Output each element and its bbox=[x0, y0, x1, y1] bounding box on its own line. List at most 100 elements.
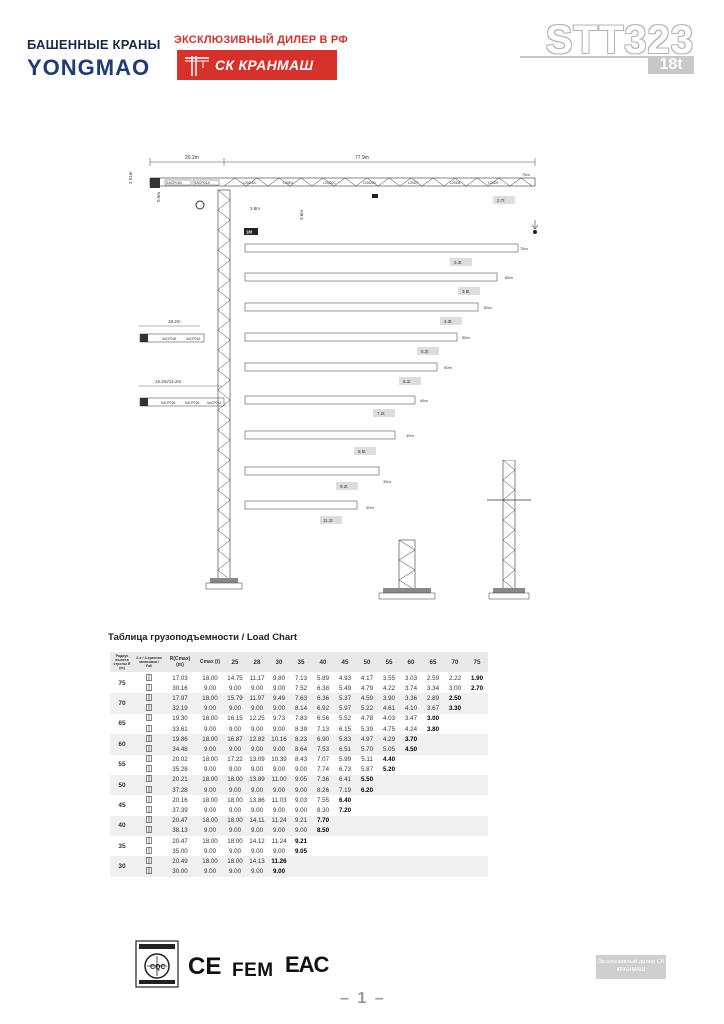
jib-config-40: 40m 8.5t bbox=[244, 430, 414, 455]
load-value-cell bbox=[466, 703, 488, 714]
load-value-cell: 9.00 bbox=[250, 766, 264, 774]
svg-text:75m: 75m bbox=[522, 172, 530, 177]
load-value-cell: 5.52 bbox=[338, 715, 352, 723]
cj-config-1-dim: 18.2m bbox=[168, 319, 181, 324]
load-value-cell: 5.89 bbox=[316, 674, 330, 682]
load-value-cell: 18.00 bbox=[224, 856, 246, 867]
load-value-cell: 3.74 bbox=[404, 684, 418, 692]
max-load-cell: 18.00 bbox=[196, 774, 224, 786]
hook-icon bbox=[134, 836, 164, 846]
jib-config-50: 50m 6.1t bbox=[244, 362, 452, 385]
load-value-cell bbox=[400, 815, 422, 826]
load-value-cell bbox=[312, 836, 334, 846]
load-value-cell: 7.55 bbox=[316, 796, 330, 804]
load-value-cell: 3.70 bbox=[400, 734, 422, 745]
hook-icon bbox=[134, 683, 164, 693]
svg-text:55m: 55m bbox=[462, 335, 470, 340]
load-value-cell bbox=[444, 836, 466, 846]
jib-config-55: 55m 5.2t bbox=[244, 332, 470, 355]
load-value-cell: 9.00 bbox=[250, 684, 264, 692]
load-value-cell: 4.61 bbox=[378, 703, 400, 714]
hook-icon bbox=[134, 795, 164, 805]
load-value-cell: 9.00 bbox=[268, 866, 290, 877]
load-value-cell bbox=[422, 836, 444, 846]
load-value-cell: 4.93 bbox=[338, 674, 352, 682]
load-value-cell: 4.10 bbox=[400, 703, 422, 714]
radius-max-cell: 32.19 bbox=[164, 703, 196, 714]
load-value-cell: 5.87 bbox=[360, 766, 374, 774]
svg-text:11.2t: 11.2t bbox=[323, 518, 333, 523]
load-value-cell bbox=[334, 846, 356, 856]
jib-config-30: 30m 11.2t bbox=[244, 500, 374, 524]
dim-low: 0.5m bbox=[156, 192, 161, 202]
load-value-cell bbox=[422, 795, 444, 805]
col-r-30: 30 bbox=[268, 652, 290, 673]
load-value-cell bbox=[356, 866, 378, 877]
hook-icon bbox=[134, 755, 164, 765]
col-r-75: 75 bbox=[466, 652, 488, 673]
load-value-cell bbox=[444, 744, 466, 755]
max-load-cell: 9.00 bbox=[196, 744, 224, 755]
load-value-cell bbox=[290, 856, 312, 867]
hook-icon bbox=[134, 825, 164, 836]
hook-icon bbox=[134, 765, 164, 775]
load-value-cell: 6.51 bbox=[334, 744, 356, 755]
cj-config-2-dim: 16.2m/14.2m bbox=[155, 379, 182, 384]
svg-text:L20D9: L20D9 bbox=[488, 181, 498, 185]
load-value-cell: 9.00 bbox=[246, 825, 268, 836]
load-value-cell: 9.80 bbox=[272, 674, 286, 682]
load-value-cell: 5.49 bbox=[338, 684, 352, 692]
load-value-cell: 2.89 bbox=[422, 693, 444, 704]
load-value-cell: 6.41 bbox=[334, 774, 356, 786]
load-value-cell: 11.97 bbox=[246, 693, 268, 704]
load-chart-table: Радиус вылета стрелы R (m) 2-х / 4-кратн… bbox=[110, 652, 488, 877]
load-value-cell bbox=[378, 856, 400, 867]
load-value-cell: 8.39 bbox=[294, 725, 308, 733]
load-value-cell: 7.13 bbox=[316, 725, 330, 733]
radius-max-cell: 20.47 bbox=[172, 837, 188, 845]
svg-text:3.3t: 3.3t bbox=[454, 260, 462, 265]
load-value-cell bbox=[466, 734, 488, 745]
load-value-cell bbox=[356, 836, 378, 846]
max-load-cell: 18.00 bbox=[196, 815, 224, 826]
load-value-cell: 9.00 bbox=[224, 866, 246, 877]
load-value-cell: 8.50 bbox=[312, 825, 334, 836]
load-value-cell bbox=[334, 825, 356, 836]
load-value-cell bbox=[378, 825, 400, 836]
load-value-cell bbox=[312, 846, 334, 856]
load-value-cell: 9.00 bbox=[268, 703, 290, 714]
load-value-cell: 5.70 bbox=[356, 744, 378, 755]
radius-max-cell: 33.61 bbox=[172, 725, 188, 733]
col-r-70: 70 bbox=[444, 652, 466, 673]
load-value-cell bbox=[422, 846, 444, 856]
load-value-cell bbox=[334, 866, 356, 877]
load-value-cell: 4.40 bbox=[382, 756, 396, 764]
load-value-cell: 5.99 bbox=[338, 756, 352, 764]
load-value-cell: 5.20 bbox=[382, 766, 396, 774]
load-value-cell: 4.75 bbox=[382, 725, 396, 733]
load-value-cell: 7.36 bbox=[312, 774, 334, 786]
svg-text:L20D2C: L20D2C bbox=[323, 181, 336, 185]
load-value-cell: 3.00 bbox=[448, 684, 462, 692]
load-value-cell: 4.29 bbox=[378, 734, 400, 745]
jib-config-65: 65m 3.8t bbox=[244, 272, 513, 295]
load-value-cell bbox=[400, 866, 422, 877]
hook-icon bbox=[134, 693, 164, 704]
load-value-cell bbox=[356, 795, 378, 805]
hook-icon bbox=[134, 744, 164, 755]
load-value-cell: 7.74 bbox=[316, 766, 330, 774]
radius-max-cell: 20.49 bbox=[164, 856, 196, 867]
load-value-cell: 4.24 bbox=[404, 725, 418, 733]
load-value-cell: 9.00 bbox=[224, 785, 246, 796]
load-value-cell: 14.12 bbox=[249, 837, 265, 845]
load-value-cell bbox=[466, 774, 488, 786]
load-value-cell: 3.90 bbox=[378, 693, 400, 704]
svg-text:6.1t: 6.1t bbox=[403, 379, 411, 384]
tower-side-views bbox=[378, 460, 531, 600]
load-value-cell: 6.40 bbox=[338, 796, 352, 804]
load-value-cell: 11.26 bbox=[268, 856, 290, 867]
